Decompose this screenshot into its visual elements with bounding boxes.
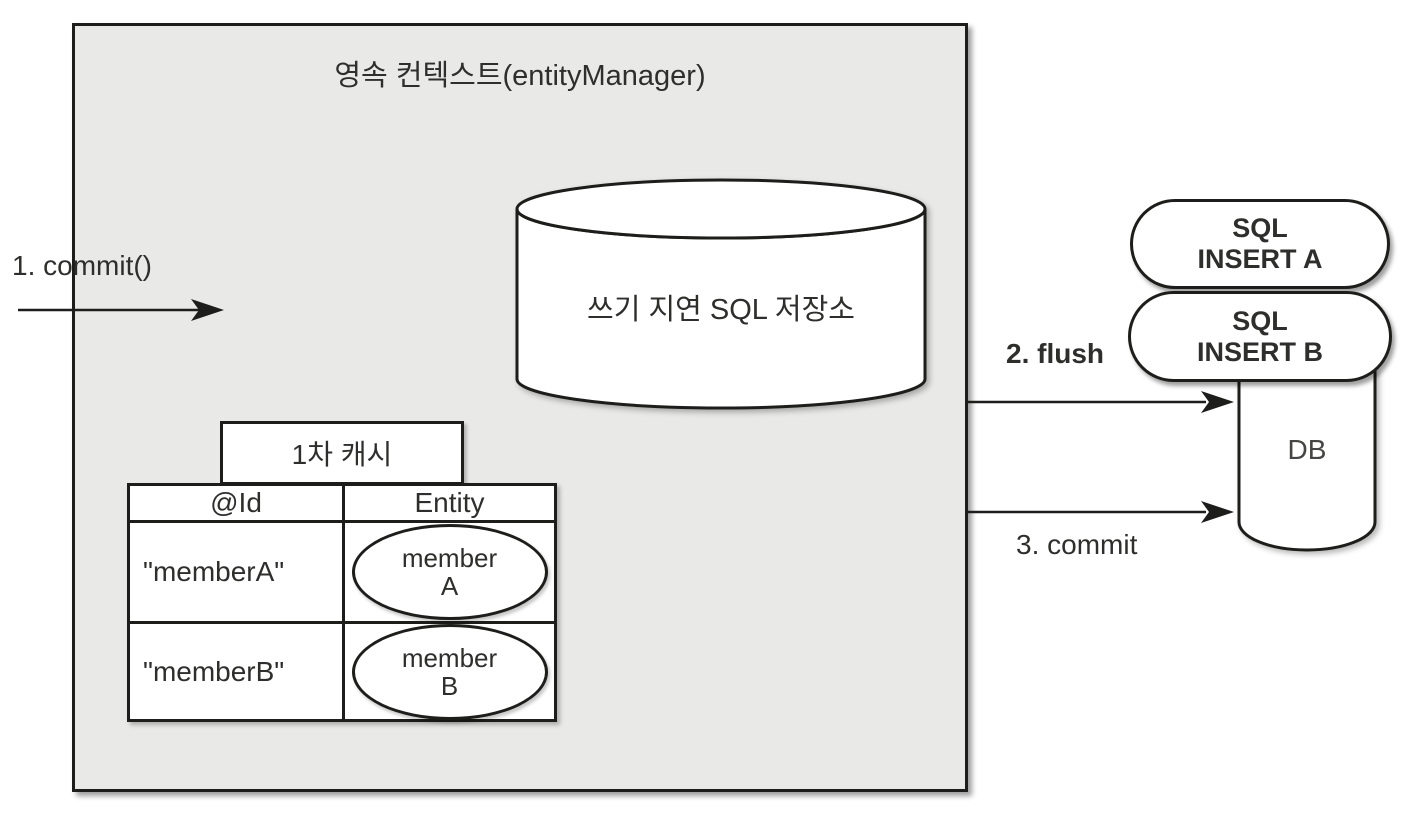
member-a-line1: member xyxy=(401,543,498,573)
sql-insert-a-line1: SQL xyxy=(1232,213,1288,243)
commit-arrow-1 xyxy=(18,299,224,321)
sql-insert-b-line2: INSERT B xyxy=(1196,336,1323,367)
cache-row-id-memberb: "memberB" xyxy=(130,624,345,720)
cache-row-entity-cell-a: member A xyxy=(345,523,554,624)
sql-insert-a-pill: SQL INSERT A xyxy=(1130,199,1390,289)
step1-commit-label: 1. commit() xyxy=(12,250,152,281)
member-b-line1: member xyxy=(401,643,498,673)
cache-header-id: @Id xyxy=(130,486,345,523)
cache-header-entity: Entity xyxy=(345,486,554,523)
member-b-line2: B xyxy=(440,671,459,701)
persistence-context-title: 영속 컨텍스트(entityManager) xyxy=(334,60,706,92)
db-cylinder-icon xyxy=(1237,368,1377,552)
member-b-entity-ellipse: member B xyxy=(351,624,548,720)
sql-insert-a-line2: INSERT A xyxy=(1197,244,1323,274)
db-label: DB xyxy=(1287,434,1327,465)
sql-store-label: 쓰기 지연 SQL 저장소 xyxy=(587,294,855,326)
sql-insert-b-line1: SQL xyxy=(1232,305,1288,336)
member-a-entity-ellipse: member A xyxy=(351,524,548,620)
commit-arrow-3 xyxy=(968,501,1234,523)
first-level-cache-table: @Id Entity "memberA" member A "memberB" … xyxy=(127,483,557,722)
step3-commit-label: 3. commit xyxy=(1016,529,1138,560)
sql-insert-b-pill: SQL INSERT B xyxy=(1128,291,1392,382)
cache-row-entity-cell-b: member B xyxy=(345,624,554,720)
first-level-cache-title: 1차 캐시 xyxy=(291,439,393,470)
first-level-cache-title-box: 1차 캐시 xyxy=(220,421,464,485)
sql-store-cylinder-icon xyxy=(515,178,927,410)
flush-arrow-2 xyxy=(968,391,1234,413)
step2-flush-label: 2. flush xyxy=(1006,338,1105,369)
cache-row-id-membera: "memberA" xyxy=(130,523,345,624)
member-a-line2: A xyxy=(440,571,459,601)
